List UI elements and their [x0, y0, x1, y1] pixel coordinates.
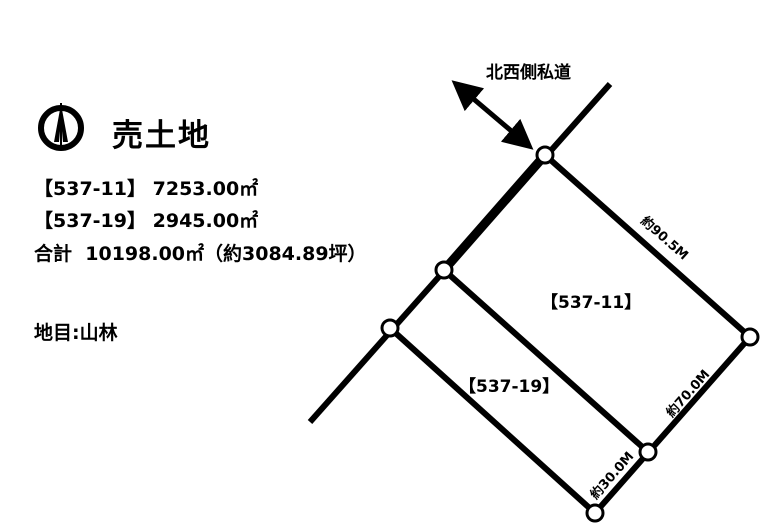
road-direction-arrow — [451, 80, 534, 150]
road-label: 北西側私道 — [486, 62, 571, 83]
total-area-value: 10198.00㎡ — [85, 243, 205, 265]
parcel-area: 7253.00㎡ — [152, 178, 259, 200]
road-frontage-thick — [440, 152, 549, 273]
parcel-label: 【537-19】 — [34, 210, 146, 232]
parcel-area-537-11: 【537-11】 7253.00㎡ — [34, 174, 258, 201]
parcel-label-537-19: 【537-19】 — [459, 376, 559, 397]
parcel-area: 2945.00㎡ — [152, 210, 259, 232]
north-arrow-icon — [38, 103, 84, 151]
total-label: 合計 — [34, 243, 73, 265]
land-category: 地目:山林 — [34, 322, 118, 344]
parcel-label: 【537-11】 — [34, 178, 146, 200]
total-area: 合計 10198.00㎡（約3084.89坪） — [34, 239, 367, 266]
page-title: 売土地 — [112, 118, 211, 154]
parcel-area-537-19: 【537-19】 2945.00㎡ — [34, 206, 258, 233]
total-tsubo: （約3084.89坪） — [204, 243, 367, 265]
parcel-boundaries — [387, 152, 753, 516]
boundary-markers — [380, 145, 760, 523]
dimension-70-0: 約70.0M — [663, 367, 713, 421]
dimension-90-5: 約90.5M — [637, 213, 691, 263]
parcel-label-537-11: 【537-11】 — [541, 292, 641, 313]
